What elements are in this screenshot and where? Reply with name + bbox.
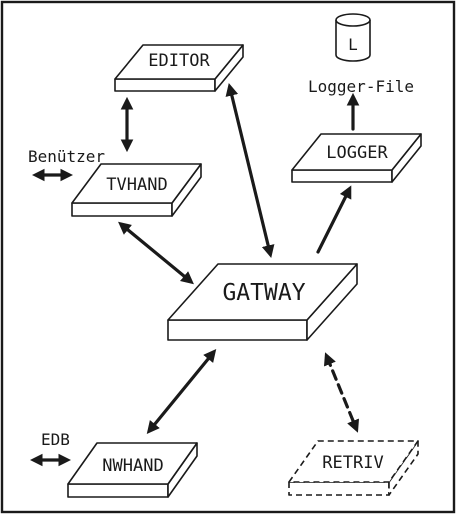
box-logger: LOGGER [291,133,422,183]
box-tvhand: TVHAND [71,163,202,217]
box-nwhand-label: NWHAND [102,456,163,476]
box-editor-label: EDITOR [148,51,210,71]
label-edb: EDB [41,430,70,449]
box-nwhand: NWHAND [67,442,198,498]
label-benutzer: Benützer [28,147,105,166]
arrow-gatway-logger [316,185,352,254]
box-retriv: RETRIV [288,440,419,496]
arrow-editor-gatway [225,83,275,258]
box-gatway: GATWAY [167,263,358,341]
box-gatway-label: GATWAY [222,280,305,306]
arrow-tvhand-gatway [118,221,194,285]
box-editor: EDITOR [114,44,244,92]
arrow-gatway-nwhand [146,349,217,434]
logger-file-cylinder: L [335,13,371,62]
logger-file-letter: L [348,35,358,54]
arrow-gatway-retriv [323,352,360,433]
box-tvhand-label: TVHAND [106,175,167,195]
label-logger-file: Logger-File [308,77,414,96]
box-retriv-label: RETRIV [322,453,383,473]
box-logger-label: LOGGER [326,143,388,163]
